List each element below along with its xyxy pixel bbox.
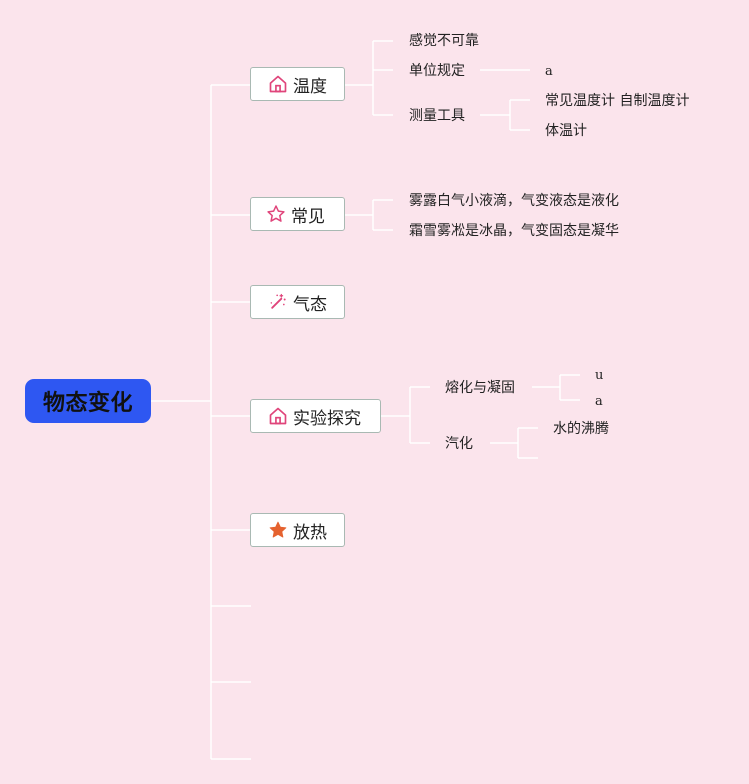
magic-wand-icon (267, 291, 289, 313)
connector-qihua (490, 427, 538, 459)
branch-qitai[interactable]: 气态 (250, 285, 345, 319)
connector-shiyan (381, 386, 430, 444)
leaf-celiang[interactable]: 测量工具 (409, 108, 465, 124)
leaf-celiang-child-1[interactable]: 常见温度计 自制温度计 (545, 93, 690, 109)
connector-ronghua (532, 374, 580, 401)
connector-celiang (480, 99, 530, 131)
leaf-danwei[interactable]: 单位规定 (409, 63, 465, 79)
branch-changjian[interactable]: 常见 (250, 197, 345, 231)
branch-label: 温度 (293, 76, 327, 97)
branch-label: 实验探究 (293, 408, 361, 429)
connector-wendu (345, 40, 393, 116)
branch-wendu[interactable]: 温度 (250, 67, 345, 101)
home-icon (267, 405, 289, 427)
branch-fangre[interactable]: 放热 (250, 513, 345, 547)
leaf-yelu[interactable]: 雾露白气小液滴，气变液态是液化 (409, 193, 619, 209)
branch-shiyan[interactable]: 实验探究 (250, 399, 381, 433)
branch-label: 气态 (293, 294, 327, 315)
home-icon (267, 73, 289, 95)
leaf-ronghua[interactable]: 熔化与凝固 (445, 380, 515, 396)
star-outline-icon (265, 203, 287, 225)
leaf-shuangxue[interactable]: 霜雪雾凇是冰晶，气变固态是凝华 (409, 223, 619, 239)
branch-label: 常见 (291, 206, 325, 227)
root-node[interactable]: 物态变化 (25, 379, 151, 423)
root-label: 物态变化 (42, 391, 133, 416)
connector-changjian (345, 199, 393, 231)
leaf-qihua-child-1[interactable]: 水的沸腾 (553, 421, 609, 437)
leaf-qihua[interactable]: 汽化 (445, 436, 473, 452)
star-filled-icon (267, 519, 289, 541)
leaf-ganjue[interactable]: 感觉不可靠 (409, 33, 479, 49)
leaf-ronghua-child-1[interactable]: u (595, 368, 604, 383)
leaf-celiang-child-2[interactable]: 体温计 (545, 123, 587, 139)
leaf-danwei-child[interactable]: a (545, 64, 553, 79)
leaf-ronghua-child-2[interactable]: a (595, 394, 603, 409)
branch-label: 放热 (293, 522, 327, 543)
